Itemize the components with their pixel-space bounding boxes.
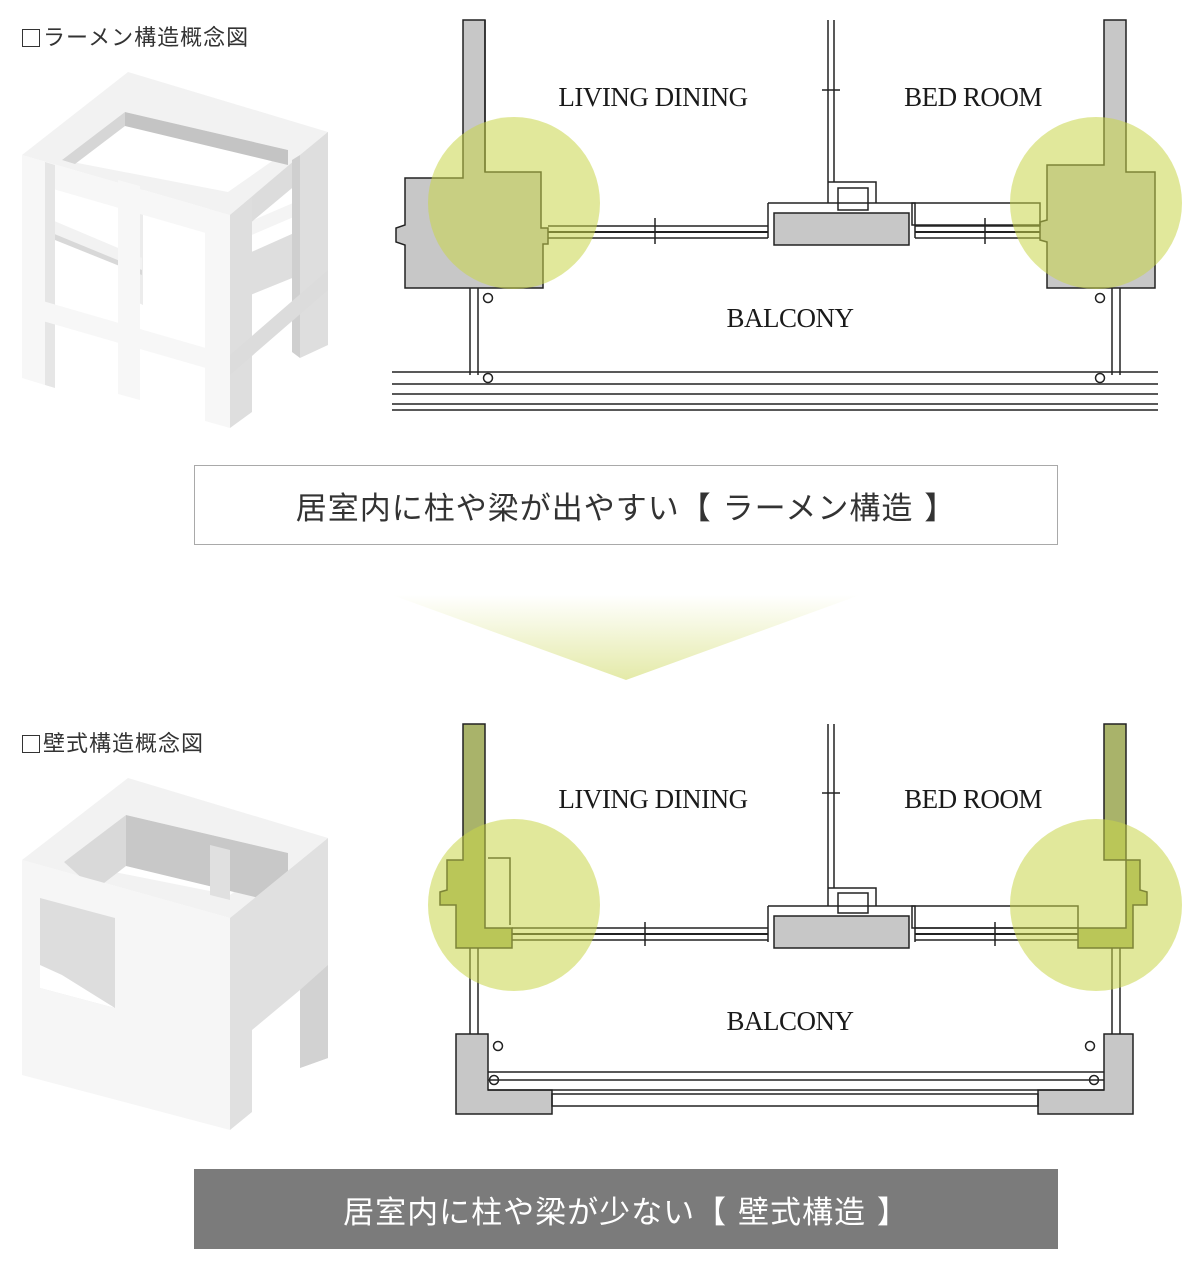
wall-caption-text: 居室内に柱や梁が少ない【 壁式構造 】: [343, 1194, 909, 1231]
rahmen-structure-model: [22, 72, 328, 428]
checkbox-icon: [22, 735, 40, 753]
balcony-wall-left: [455, 1033, 553, 1115]
wall-heading-text: 壁式構造概念図: [43, 732, 205, 757]
checkbox-icon: [22, 29, 40, 47]
room-label-living: LIVING DINING: [558, 784, 747, 814]
rahmen-caption-text: 居室内に柱や梁が出やすい【 ラーメン構造 】: [295, 490, 957, 527]
center-pillar: [773, 212, 910, 246]
highlight-circle-left: [428, 819, 600, 991]
center-pillar: [773, 915, 910, 949]
highlight-circle-right: [1010, 117, 1182, 289]
wall-caption: 居室内に柱や梁が少ない【 壁式構造 】: [194, 1169, 1058, 1249]
rahmen-heading-text: ラーメン構造概念図: [43, 26, 250, 51]
wall-structure-model: [22, 778, 328, 1130]
room-label-balcony: BALCONY: [726, 303, 853, 333]
rahmen-caption: 居室内に柱や梁が出やすい【 ラーメン構造 】: [194, 465, 1058, 545]
rahmen-heading: ラーメン構造概念図: [22, 20, 249, 52]
room-label-living: LIVING DINING: [558, 82, 747, 112]
highlight-circle-right: [1010, 819, 1182, 991]
room-label-bed: BED ROOM: [904, 784, 1042, 814]
down-arrow-icon: [392, 595, 860, 680]
room-label-balcony: BALCONY: [726, 1006, 853, 1036]
highlight-circle-left: [428, 117, 600, 289]
room-label-bed: BED ROOM: [904, 82, 1042, 112]
wall-heading: 壁式構造概念図: [22, 726, 204, 758]
